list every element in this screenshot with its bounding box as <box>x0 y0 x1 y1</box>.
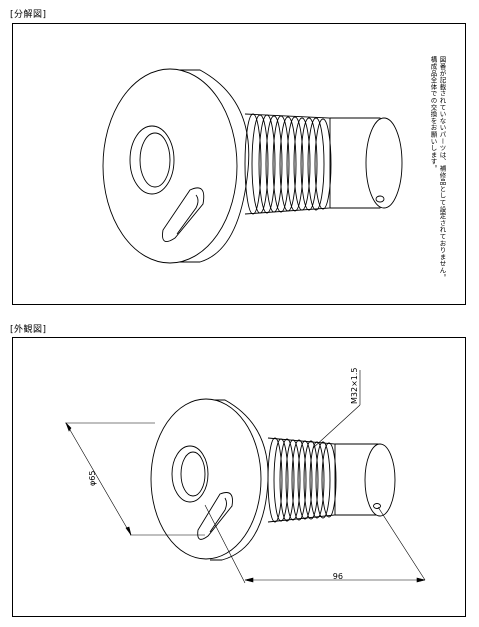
phi-dim-line <box>65 422 132 536</box>
external-view-frame <box>12 337 466 617</box>
cylinder-hole <box>375 195 385 203</box>
diameter-label: φ65 <box>88 471 97 486</box>
note-line-2: 構成品全体での交換をお願いします。 <box>429 56 437 172</box>
thread-label: M32×1.5 <box>350 367 359 404</box>
cylinder-hole-2 <box>373 503 381 509</box>
length-label: 96 <box>333 571 343 580</box>
thread-section <box>244 113 332 215</box>
thread-section-2 <box>267 437 337 523</box>
external-view-label: [外観図] <box>10 325 47 335</box>
flange <box>102 68 250 264</box>
thread-leader <box>312 404 361 449</box>
length-ext-left <box>204 504 246 584</box>
flange-center-hole <box>129 125 175 195</box>
flange-slot <box>162 187 205 243</box>
flange-2 <box>150 398 269 561</box>
exploded-view-label: [分解図] <box>10 10 47 20</box>
exploded-view-frame <box>12 23 466 305</box>
note-line-1: 図番が記載されていないパーツは、補修品として設定されておりません。 <box>438 56 446 281</box>
flange-center-hole-2 <box>171 445 209 503</box>
cylinder-end <box>365 117 403 209</box>
cylinder-end-2 <box>364 443 396 517</box>
length-ext-right <box>377 506 426 581</box>
